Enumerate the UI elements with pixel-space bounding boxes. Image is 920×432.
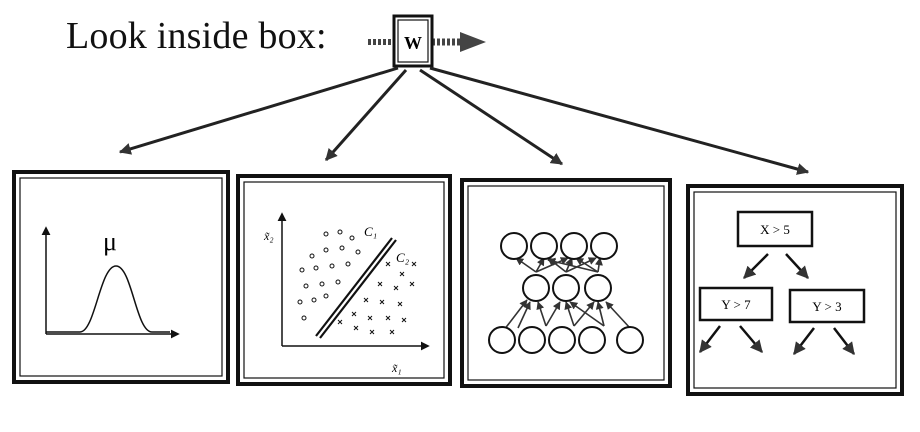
boundary-line-2 (319, 239, 397, 339)
linear-classifier-panel: x̃₂ x̃₁ C₁ C₂ (263, 212, 430, 375)
tree-root-label: X > 5 (760, 222, 790, 237)
boundary-line-1 (315, 237, 393, 337)
neural-network-panel (488, 232, 644, 354)
class-c2-label: C₂ (396, 250, 410, 265)
tree-left-label: Y > 7 (721, 297, 751, 312)
network-connections (503, 257, 631, 331)
class-c1-label: C₁ (364, 224, 377, 239)
output-arrow (432, 32, 486, 52)
class-c1-points (297, 229, 361, 321)
w-box-label: W (404, 33, 422, 53)
fanout-arrows (118, 66, 810, 175)
diagram-title: Look inside box: (66, 15, 327, 57)
tree-branches (699, 253, 855, 355)
tree-left-node (698, 286, 774, 322)
w-box: W (392, 14, 434, 68)
tree-root-node (736, 210, 814, 248)
tree-right-node (788, 288, 866, 324)
tree-right-label: Y > 3 (812, 299, 841, 314)
x-axis-label: x̃₁ (391, 361, 402, 375)
network-nodes (488, 232, 644, 354)
y-axis-label: x̃₂ (263, 229, 274, 243)
panel-frames (12, 170, 904, 396)
bell-curve (46, 265, 170, 333)
decision-tree-panel: X > 5 Y > 7 Y > 3 (698, 210, 866, 355)
class-c2-points (337, 261, 417, 335)
distribution-panel: μ (41, 226, 180, 339)
mu-label: μ (103, 227, 117, 256)
